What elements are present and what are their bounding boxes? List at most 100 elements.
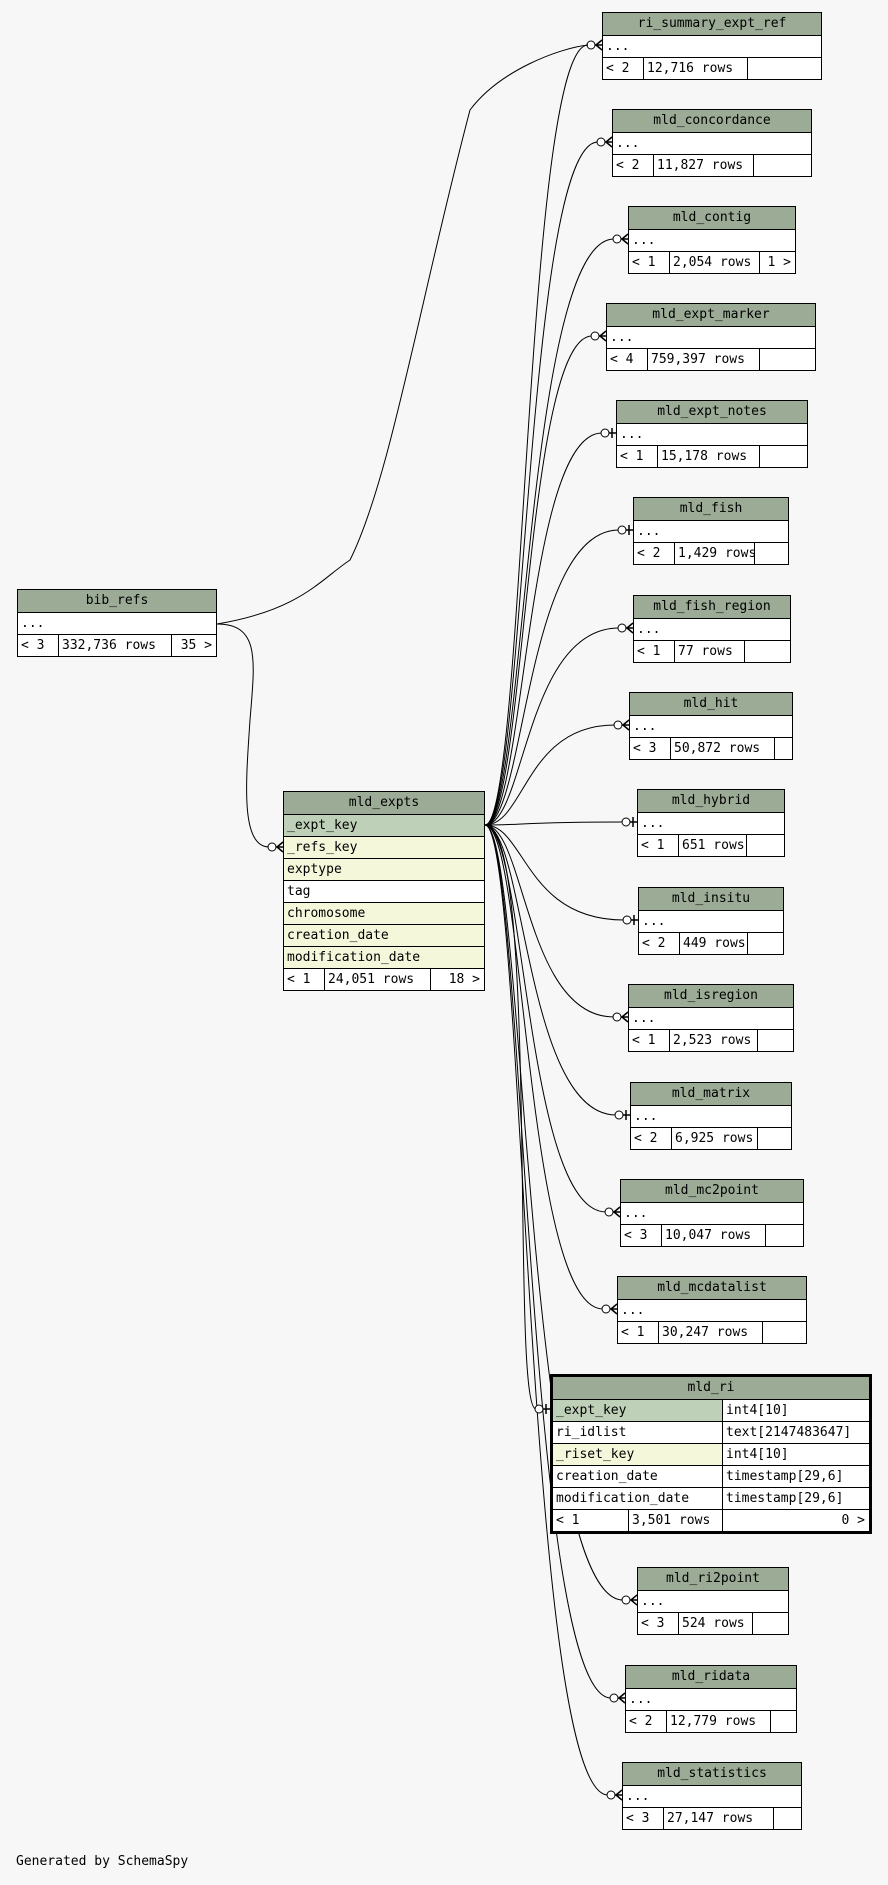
child-count[interactable]: 35 >	[171, 635, 216, 656]
child-count[interactable]	[759, 349, 815, 370]
child-count[interactable]	[757, 1128, 791, 1149]
column-creation-date[interactable]: creation_date timestamp[29,6]	[553, 1465, 869, 1487]
edge-end-marker	[586, 39, 603, 51]
parent-count[interactable]: < 2	[616, 158, 640, 173]
child-count[interactable]: 0 >	[722, 1510, 869, 1531]
edge-end-marker	[612, 233, 629, 245]
parent-count[interactable]: < 1	[287, 972, 311, 987]
parent-count[interactable]: < 3	[626, 1811, 650, 1826]
edge-mld_ridata	[484, 824, 612, 1699]
parent-count[interactable]: < 3	[624, 1228, 648, 1243]
parent-count[interactable]: < 4	[610, 352, 634, 367]
table-stats-row: < 3 332,736 rows 35 >	[18, 634, 216, 656]
parent-count[interactable]: < 1	[620, 449, 644, 464]
edge-mld_ri2point	[484, 824, 624, 1601]
child-count[interactable]	[744, 641, 790, 662]
edge-ri_summary_expt_ref	[484, 44, 589, 826]
child-count[interactable]	[773, 1808, 801, 1829]
child-count[interactable]	[765, 1225, 803, 1246]
child-count[interactable]	[753, 155, 811, 176]
column-expt-key[interactable]: _expt_key	[284, 814, 484, 836]
collapsed-columns: ...	[617, 423, 807, 445]
parent-count[interactable]: < 1	[632, 255, 656, 270]
parent-count[interactable]: < 3	[21, 638, 45, 653]
table-mld-expts[interactable]: mld_expts _expt_key _refs_key exptype ta…	[283, 791, 485, 991]
parent-count[interactable]: < 2	[634, 1131, 658, 1146]
child-count[interactable]	[747, 58, 821, 79]
child-count[interactable]	[746, 835, 784, 856]
column-tag[interactable]: tag	[284, 880, 484, 902]
table-title: mld_mc2point	[621, 1180, 803, 1202]
table-bib-refs[interactable]: bib_refs ... < 3 332,736 rows 35 >	[17, 589, 217, 657]
parent-count[interactable]: < 3	[633, 741, 657, 756]
row-count: 12,716 rows	[643, 58, 747, 79]
child-count[interactable]	[774, 738, 792, 759]
column-type: timestamp[29,6]	[722, 1466, 869, 1487]
column-ri-idlist[interactable]: ri_idlist text[2147483647]	[553, 1421, 869, 1443]
edge-mld_concordance	[484, 141, 599, 826]
column-expt-key[interactable]: _expt_key int4[10]	[553, 1399, 869, 1421]
edge-end-marker	[614, 1110, 630, 1120]
child-count[interactable]	[759, 446, 807, 467]
table-title: mld_isregion	[629, 985, 793, 1007]
parent-count[interactable]: < 3	[641, 1616, 665, 1631]
child-count[interactable]: 18 >	[430, 969, 484, 990]
row-count: 27,147 rows	[663, 1808, 773, 1829]
child-count[interactable]	[752, 1613, 788, 1634]
column-refs-key[interactable]: _refs_key	[284, 836, 484, 858]
parent-count[interactable]: < 1	[621, 1325, 645, 1340]
child-count[interactable]: 1 >	[759, 252, 795, 273]
edge-end-marker	[622, 915, 638, 925]
child-count[interactable]	[757, 1030, 793, 1051]
column-modification-date[interactable]: modification_date timestamp[29,6]	[553, 1487, 869, 1509]
column-riset-key[interactable]: _riset_key int4[10]	[553, 1443, 869, 1465]
parent-count[interactable]: < 1	[641, 838, 665, 853]
parent-count[interactable]: < 1	[556, 1513, 580, 1528]
collapsed-columns: ...	[618, 1299, 806, 1321]
edge-mld_hybrid	[484, 821, 624, 826]
edge-end-marker	[617, 622, 634, 634]
row-count: 524 rows	[678, 1613, 752, 1634]
parent-count[interactable]: < 2	[642, 936, 666, 951]
child-count[interactable]	[762, 1322, 806, 1343]
parent-count[interactable]: < 2	[629, 1714, 653, 1729]
table-title: mld_fish	[634, 498, 788, 520]
column-exptype[interactable]: exptype	[284, 858, 484, 880]
parent-count[interactable]: < 1	[632, 1033, 656, 1048]
edge-mld_insitu	[484, 824, 625, 921]
column-modification-date[interactable]: modification_date	[284, 946, 484, 968]
parent-count[interactable]: < 1	[637, 644, 661, 659]
parent-count[interactable]: < 2	[606, 61, 630, 76]
table-mld-ri[interactable]: mld_ri _expt_key int4[10] ri_idlist text…	[550, 1374, 872, 1534]
child-count[interactable]	[747, 933, 783, 954]
column-creation-date[interactable]: creation_date	[284, 924, 484, 946]
child-count[interactable]	[754, 543, 788, 564]
parent-count[interactable]: < 2	[637, 546, 661, 561]
column-chromosome[interactable]: chromosome	[284, 902, 484, 924]
child-count[interactable]	[770, 1711, 796, 1732]
column-name: modification_date	[556, 1491, 690, 1506]
edge-mld_expt_notes	[484, 432, 603, 826]
edge-mld_mcdatalist	[484, 824, 604, 1310]
